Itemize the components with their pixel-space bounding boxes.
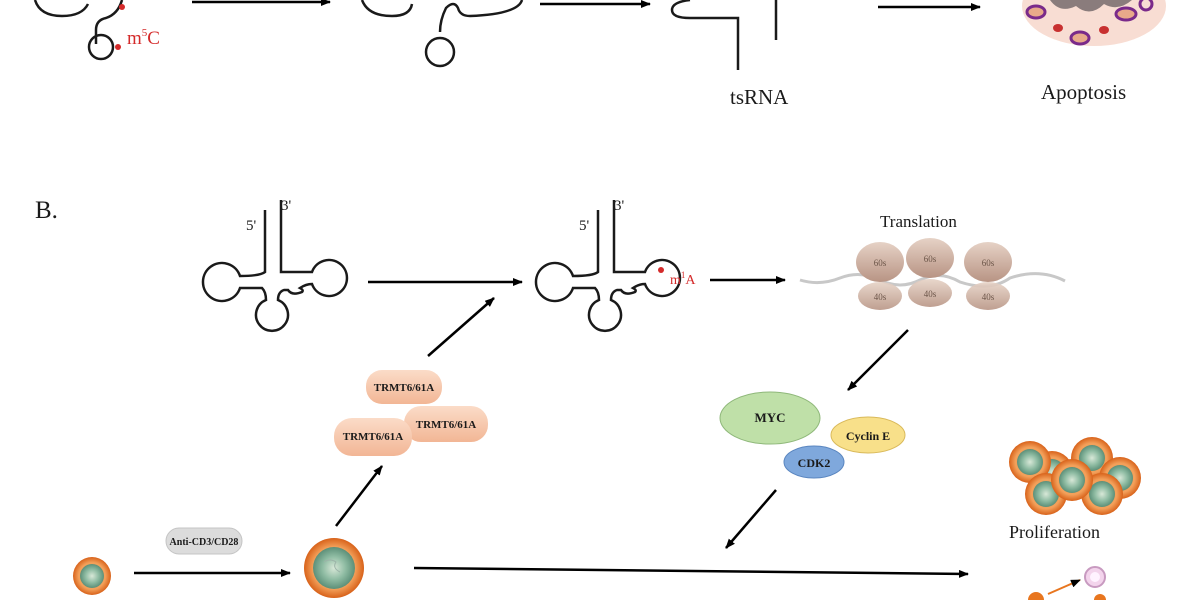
svg-text:60s: 60s [874, 258, 887, 268]
arrow-activated-to-proliferation [413, 566, 969, 578]
apoptosis-label: Apoptosis [1041, 80, 1126, 104]
tsrna-label: tsRNA [730, 85, 789, 109]
svg-text:Anti-CD3/CD28: Anti-CD3/CD28 [170, 537, 239, 548]
svg-text:TRMT6/61A: TRMT6/61A [416, 419, 477, 431]
svg-text:TRMT6/61A: TRMT6/61A [343, 431, 404, 443]
activated-t-cell [304, 538, 364, 598]
trna-b1: 5' 3' [201, 198, 349, 332]
tsrna-fragments [670, 0, 778, 70]
arrow-cell-to-enzyme [335, 465, 383, 527]
svg-text:40s: 40s [874, 292, 887, 302]
svg-text:Cyclin E: Cyclin E [846, 429, 890, 443]
trna-b2: 5' 3' m1A [534, 198, 696, 332]
svg-text:CDK2: CDK2 [798, 456, 831, 470]
trmt-enzyme-2: TRMT6/61A [404, 406, 488, 442]
m1a-label: m1A [670, 270, 696, 288]
proliferation-label: Proliferation [1009, 522, 1100, 542]
m5c-site-2 [115, 44, 121, 50]
svg-text:TRMT6/61A: TRMT6/61A [374, 382, 435, 394]
mrna-strand [799, 272, 1066, 288]
svg-text:40s: 40s [982, 292, 995, 302]
panel-b-label: B. [35, 197, 58, 224]
panel-a: m5C tsRNA Apoptosis [33, 0, 1166, 109]
svg-text:3': 3' [281, 198, 292, 214]
arrow-enzyme-to-trna [427, 297, 495, 357]
cyclin-e-node: Cyclin E [830, 416, 906, 454]
svg-text:3': 3' [614, 198, 625, 214]
resting-t-cell [73, 557, 111, 595]
ribosome-1: 60s 40s [856, 242, 904, 310]
apoptotic-cell [1022, 0, 1166, 46]
cdk2-node: CDK2 [783, 445, 845, 479]
arrow-translation-to-myc [847, 329, 909, 391]
stimulus-node: Anti-CD3/CD28 [165, 527, 243, 555]
myc-node: MYC [719, 391, 821, 445]
proliferation-cluster [1009, 437, 1141, 515]
ribosome-2: 60s 40s [906, 238, 954, 307]
differentiating-cells [1028, 566, 1106, 605]
svg-text:60s: 60s [924, 254, 937, 264]
svg-text:40s: 40s [924, 289, 937, 299]
arrow-cdk-to-pathway [725, 489, 777, 549]
svg-text:MYC: MYC [754, 410, 785, 425]
trna-a1 [33, 0, 124, 61]
m5c-site-1 [119, 4, 125, 10]
svg-text:5': 5' [579, 218, 590, 234]
ribosome-group: 60s 40s 60s 40s 60s 40s [799, 238, 1066, 310]
m5c-label: m5C [127, 27, 160, 49]
svg-text:60s: 60s [982, 258, 995, 268]
trna-a2 [360, 0, 524, 68]
ribosome-3: 60s 40s [964, 242, 1012, 310]
trmt-enzyme-3: TRMT6/61A [334, 418, 412, 456]
m1a-site [658, 267, 664, 273]
trmt-enzyme-1: TRMT6/61A [366, 370, 442, 404]
panel-b: B. 5' 3' 5' 3' m1A Translation [35, 197, 1141, 605]
svg-text:5': 5' [246, 218, 257, 234]
translation-label: Translation [880, 212, 957, 231]
